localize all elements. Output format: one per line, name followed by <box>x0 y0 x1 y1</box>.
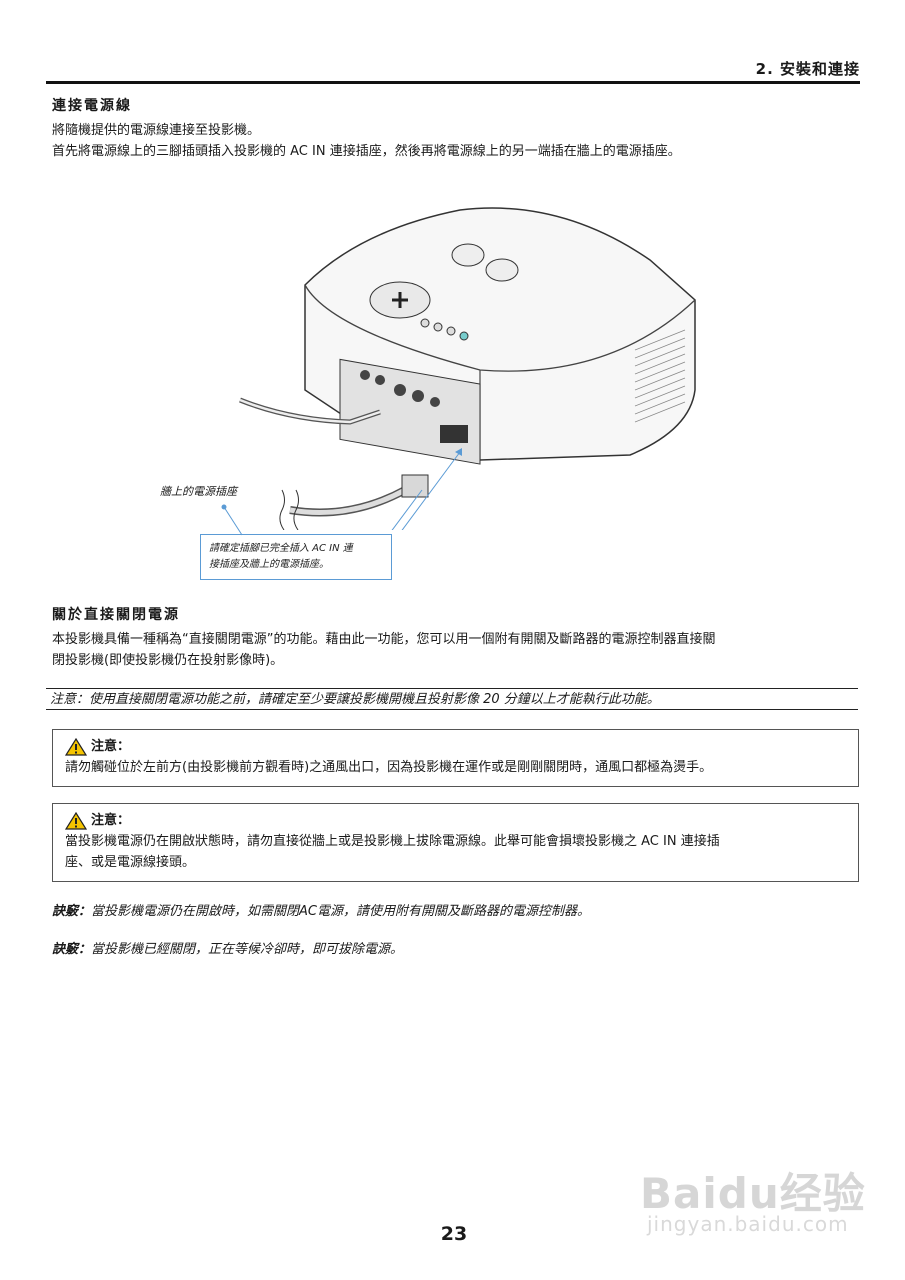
watermark-url: jingyan.baidu.com <box>647 1212 849 1236</box>
zoom-dial <box>451 243 485 267</box>
header-rule <box>46 81 860 84</box>
section1-heading: 連接電源線 <box>52 98 132 114</box>
section1-line1: 將隨機提供的電源線連接至投影機。 <box>52 123 261 138</box>
wall-outlet-label: 牆上的電源插座 <box>160 485 237 498</box>
caution1-title: 注意： <box>91 739 131 754</box>
tip2: 訣竅：當投影機已經關閉，正在等候冷卻時，即可拔除電源。 <box>52 939 403 960</box>
tip1-label: 訣竅： <box>52 904 92 919</box>
warning-icon <box>65 737 87 756</box>
callout-line1: 請確定插腳已完全插入 AC IN 連 <box>209 543 353 554</box>
tip1: 訣竅：當投影機電源仍在開啟時，如需關閉AC電源，請使用附有開關及斷路器的電源控制… <box>52 901 590 922</box>
callout-line2: 接插座及牆上的電源插座。 <box>209 559 329 570</box>
plug-callout: 請確定插腳已完全插入 AC IN 連 接插座及牆上的電源插座。 <box>200 534 392 580</box>
ac-in-socket <box>440 425 468 443</box>
watermark-brand: Baidu经验 <box>640 1169 866 1218</box>
section2-heading: 關於直接關閉電源 <box>52 607 180 623</box>
tip1-text: 當投影機電源仍在開啟時，如需關閉AC電源，請使用附有開關及斷路器的電源控制器。 <box>91 904 590 919</box>
caution-box-2: 注意： 當投影機電源仍在開啟狀態時，請勿直接從牆上或是投影機上拔除電源線。此舉可… <box>52 803 859 882</box>
note-bar: 注意：使用直接關閉電源功能之前，請確定至少要讓投影機開機且投射影像 20 分鐘以… <box>46 688 858 710</box>
section2-line2: 閉投影機(即使投影機仍在投射影像時)。 <box>52 653 284 668</box>
caution1-text: 請勿觸碰位於左前方(由投影機前方觀看時)之通風出口，因為投影機在運作或是剛剛關閉… <box>65 760 713 775</box>
caution2-line1: 當投影機電源仍在開啟狀態時，請勿直接從牆上或是投影機上拔除電源線。此舉可能會損壞… <box>65 834 720 849</box>
caution1-title-row: 注意： <box>65 736 846 757</box>
focus-dial <box>485 258 519 282</box>
tip2-text: 當投影機已經關閉，正在等候冷卻時，即可拔除電源。 <box>91 942 404 957</box>
caution-box-1: 注意： 請勿觸碰位於左前方(由投影機前方觀看時)之通風出口，因為投影機在運作或是… <box>52 729 859 787</box>
wall-label-leader <box>221 504 243 536</box>
section1-line2: 首先將電源線上的三腳插頭插入投影機的 AC IN 連接插座，然後再將電源線上的另… <box>52 144 681 159</box>
power-plug <box>401 474 429 498</box>
section-header: 2. 安裝和連接 <box>755 60 860 78</box>
vent-grille <box>634 329 686 423</box>
tip2-label: 訣竅： <box>52 942 92 957</box>
section2-line1: 本投影機具備一種稱為“直接關閉電源”的功能。藉由此一功能，您可以用一個附有開關及… <box>52 632 716 647</box>
warning-icon <box>65 811 87 830</box>
caution2-title-row: 注意： <box>65 810 846 831</box>
page-number: 23 <box>440 1223 468 1245</box>
projector-illustration <box>239 207 696 530</box>
caution2-line2: 座、或是電源線接頭。 <box>65 855 196 870</box>
caution2-title: 注意： <box>91 813 131 828</box>
